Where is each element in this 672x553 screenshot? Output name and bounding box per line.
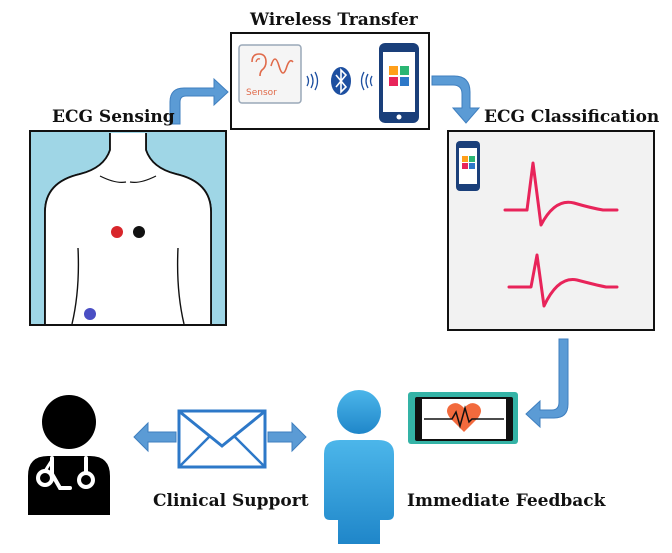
- ecg-waveform-1: [503, 161, 619, 227]
- electrode-blue: [84, 308, 96, 320]
- arrow-classification-to-feedback: [525, 338, 569, 429]
- signal-waves-right: [360, 71, 373, 91]
- smartphone-small-icon: [456, 141, 480, 191]
- doctor-icon: [28, 395, 110, 515]
- sensor-text: Sensor: [246, 88, 277, 98]
- ecg-classification-panel: [447, 130, 655, 331]
- ecg-waveform-2: [507, 253, 619, 308]
- bluetooth-icon: [331, 67, 351, 95]
- patient-icon: [324, 390, 394, 544]
- electrode-black: [133, 226, 145, 238]
- sensor-icon: Sensor: [238, 44, 302, 104]
- signal-waves-left: [306, 71, 319, 91]
- arrow-to-doctor: [133, 421, 177, 453]
- label-clinical-support: Clinical Support: [153, 491, 309, 511]
- arrow-from-patient: [267, 421, 307, 453]
- smartphone-icon: [379, 43, 419, 123]
- ecg-sensing-panel: [29, 130, 227, 326]
- electrode-red: [111, 226, 123, 238]
- label-ecg-classification: ECG Classification: [484, 107, 660, 127]
- label-immediate-feedback: Immediate Feedback: [407, 491, 606, 511]
- wireless-transfer-panel: Sensor: [230, 32, 430, 130]
- heart-phone-icon: [408, 392, 518, 444]
- envelope-icon: [177, 409, 267, 469]
- label-ecg-sensing: ECG Sensing: [52, 107, 175, 127]
- label-wireless-transfer: Wireless Transfer: [250, 10, 418, 30]
- arrow-sensing-to-wireless: [169, 77, 229, 125]
- arrow-wireless-to-classification: [431, 75, 481, 124]
